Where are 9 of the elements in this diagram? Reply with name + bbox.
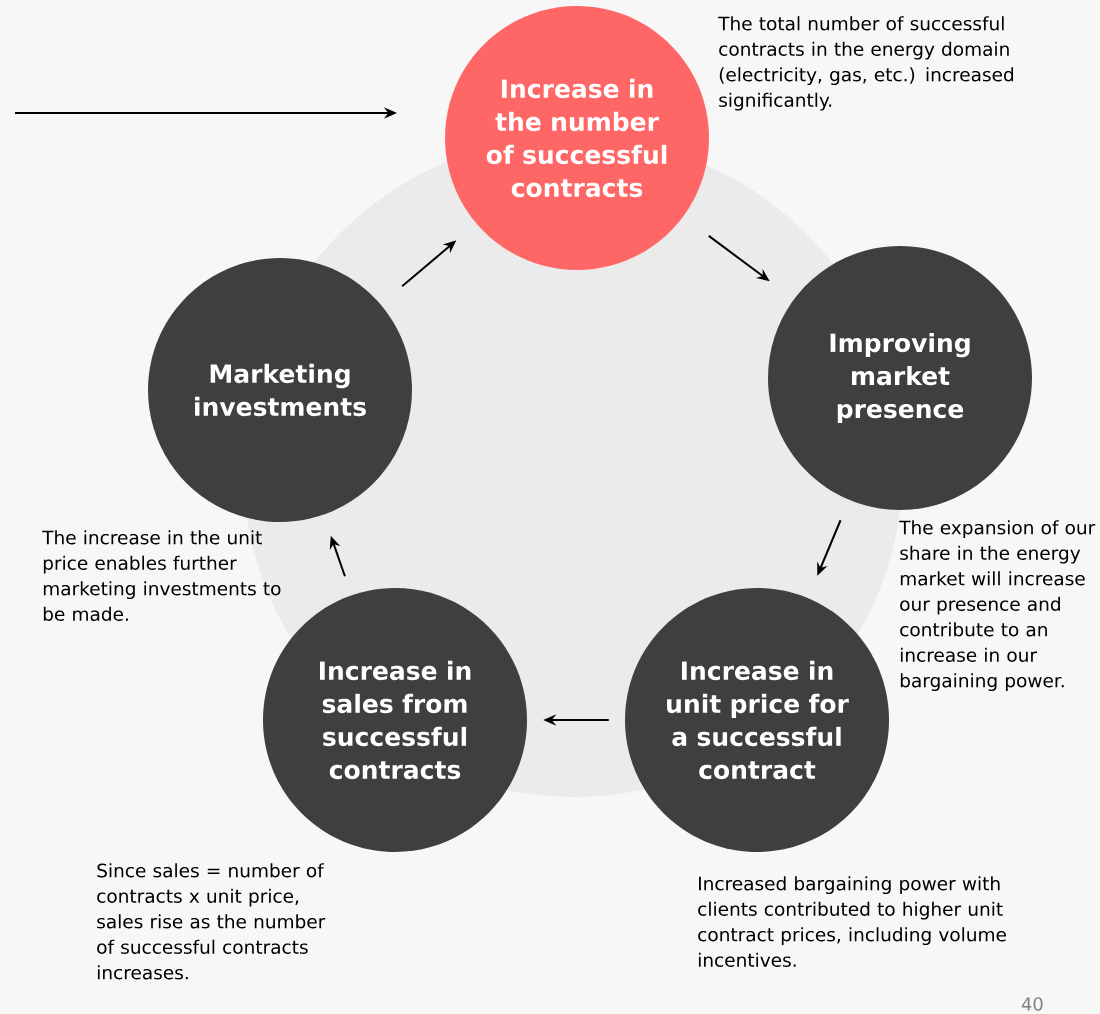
description-text: Increased bargaining power with clients contributed to higher unit contract prices, including volume incentives. <box>698 876 1006 967</box>
page-number: 40 <box>1021 997 1043 1011</box>
circle-node: Improving market presence <box>768 246 1032 510</box>
circle-node: Increase in unit price for a successful contract <box>625 588 889 852</box>
description-text: The expansion of our share in the energy market will increase our presence and contribute to an increase in our bargaining power. <box>899 520 1096 692</box>
description-text: Since sales = number of contracts x unit price, sales rise as the number of successful contracts increases. <box>97 863 326 980</box>
description-text: The total number of successful contracts in the energy domain (electricity, gas, etc.) increased significantly. <box>718 16 1014 111</box>
circle-node: Increase in the number of successful contracts <box>445 6 709 270</box>
circle-node: Marketing investments <box>148 258 412 522</box>
